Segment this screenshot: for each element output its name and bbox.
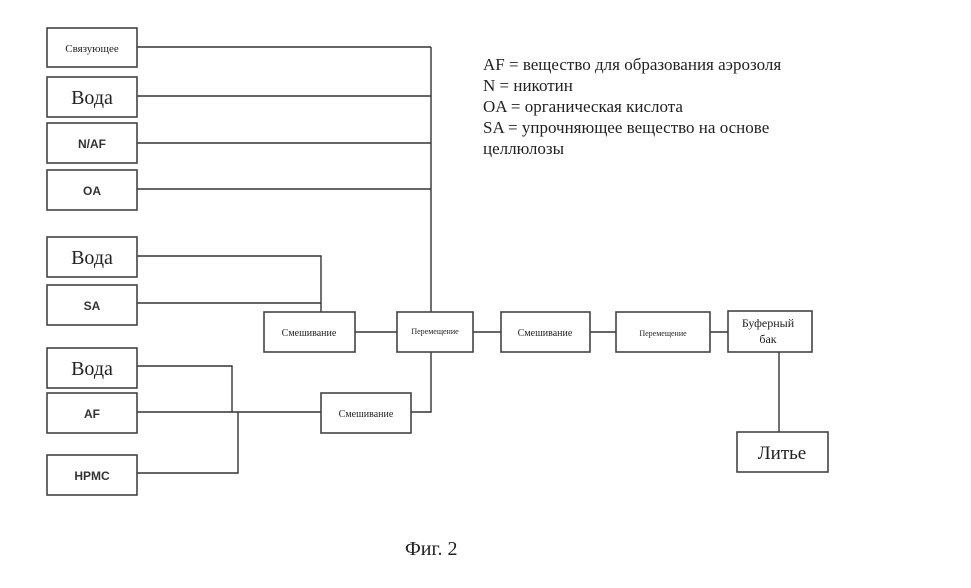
legend: AF = вещество для образования аэрозоля N…	[483, 54, 781, 159]
box-mixing-1: Смешивание	[263, 311, 356, 353]
box-label: OA	[83, 184, 101, 198]
box-label: Смешивание	[282, 328, 337, 339]
box-label: Смешивание	[518, 328, 573, 339]
figure-caption: Фиг. 2	[405, 538, 458, 560]
connector-water3	[137, 365, 233, 412]
box-label: Буферный	[742, 316, 795, 330]
box-label: Смешивание	[339, 409, 394, 420]
box-label: AF	[84, 407, 100, 421]
box-label: бак	[759, 332, 776, 346]
box-oa: OA	[46, 169, 138, 211]
box-label: Литье	[758, 443, 806, 464]
box-sa: SA	[46, 284, 138, 326]
connector-hpmc	[137, 412, 239, 474]
box-transfer-1: Перемещение	[396, 311, 474, 353]
box-transfer-2: Перемещение	[615, 311, 711, 353]
box-label: Вода	[71, 247, 113, 269]
box-label: Перемещение	[639, 329, 687, 338]
connector-mix3-transfer1	[411, 352, 432, 413]
box-label: Вода	[71, 358, 113, 380]
legend-item: N = никотин	[483, 76, 573, 95]
legend-item: целлюлозы	[483, 139, 565, 158]
box-water-3: Вода	[46, 347, 138, 389]
connectors	[137, 46, 780, 474]
box-mixing-3: Смешивание	[320, 392, 412, 434]
legend-item: SA = упрочняющее вещество на основе	[483, 118, 770, 137]
box-label: SA	[84, 299, 101, 313]
box-label: Перемещение	[411, 327, 459, 336]
box-label: Вода	[71, 87, 113, 109]
box-casting: Литье	[736, 431, 829, 473]
legend-item: OA = органическая кислота	[483, 97, 683, 116]
box-water-2: Вода	[46, 236, 138, 278]
connector-water2	[137, 255, 322, 312]
box-naf: N/AF	[46, 122, 138, 164]
box-label: Связующее	[65, 43, 119, 55]
box-mixing-2: Смешивание	[500, 311, 591, 353]
box-label: N/AF	[78, 137, 106, 151]
box-label: HPMC	[74, 469, 110, 483]
box-binder: Связующее	[46, 27, 138, 68]
box-af: AF	[46, 392, 138, 434]
box-water-1: Вода	[46, 76, 138, 118]
legend-item: AF = вещество для образования аэрозоля	[483, 55, 782, 74]
box-buffer-tank: Буферный бак	[727, 310, 813, 353]
box-hpmc: HPMC	[46, 454, 138, 496]
